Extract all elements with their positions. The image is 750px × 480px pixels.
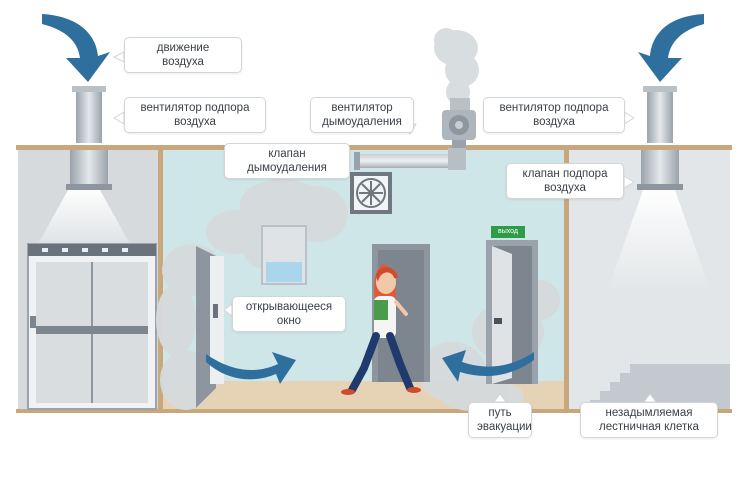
label-line: воздуха — [544, 182, 586, 194]
label-line: вентилятор подпора — [499, 102, 609, 114]
label-line: воздуха — [174, 116, 216, 128]
left-corridor-door — [196, 246, 224, 408]
label-supply-valve: клапан подпора воздуха — [506, 163, 624, 199]
label-opening-window: открывающееся окно — [232, 296, 346, 332]
label-smoke-valve: клапан дымоудаления — [224, 143, 350, 179]
label-air-movement: движение воздуха — [124, 37, 242, 73]
opening-window — [261, 225, 307, 285]
label-line: клапан — [268, 148, 306, 160]
label-tail — [623, 175, 635, 189]
label-line: эвакуации — [477, 421, 532, 433]
label-line: незадымляемая — [605, 407, 693, 419]
air-arrow-right-icon — [638, 14, 704, 82]
exit-sign: выход — [491, 226, 525, 238]
label-line: окно — [276, 315, 302, 327]
evacuation-arrow-right-icon — [442, 350, 534, 382]
exhaust-smoke-plume — [434, 28, 479, 105]
evacuating-person — [341, 264, 421, 395]
supply-shaft-left — [66, 86, 112, 190]
label-line: воздуха — [162, 56, 204, 68]
air-beam-right — [608, 190, 710, 290]
smoke-valve-fan — [350, 172, 392, 214]
label-line: лестничная клетка — [599, 421, 699, 433]
evacuation-arrow-left-icon — [206, 352, 296, 384]
right-wall-divider — [564, 150, 569, 412]
label-supply-fan-right: вентилятор подпора воздуха — [483, 97, 625, 133]
label-evacuation-path: путь эвакуации — [468, 402, 532, 438]
label-line: вентилятор — [331, 102, 393, 114]
label-tail — [113, 111, 125, 125]
label-tail — [623, 111, 635, 125]
label-supply-fan-left: вентилятор подпора воздуха — [124, 97, 266, 133]
label-line: дымоудаления — [322, 116, 402, 128]
label-line: вентилятор подпора — [140, 102, 250, 114]
label-smoke-fan: вентилятор дымоудаления — [310, 97, 414, 133]
label-line: дымоудаления — [247, 162, 327, 174]
label-line: путь — [488, 407, 512, 419]
smoke-duct — [354, 148, 466, 170]
elevator — [27, 243, 157, 410]
ceiling-slab — [16, 145, 732, 150]
label-line: воздуха — [533, 116, 575, 128]
label-line: открывающееся — [245, 301, 333, 313]
label-line: клапан подпора — [522, 168, 608, 180]
floor-slab — [16, 409, 732, 413]
air-arrow-left-icon — [42, 14, 110, 82]
left-wall-divider — [158, 150, 163, 412]
label-tail — [112, 51, 125, 63]
supply-shaft-right — [637, 86, 683, 190]
label-smoke-free-stairwell: незадымляемая лестничная клетка — [580, 402, 718, 438]
smoke-exhaust-fan — [442, 98, 476, 150]
label-line: движение — [156, 42, 210, 54]
